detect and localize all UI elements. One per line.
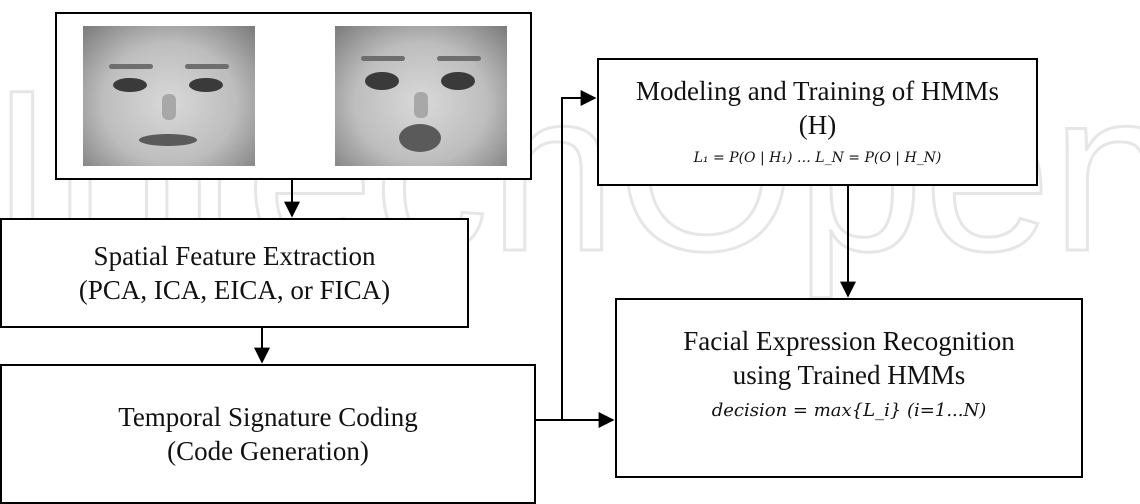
face-image-neutral-icon	[83, 26, 255, 166]
spatial-label-line2: (PCA, ICA, EICA, or FICA)	[78, 275, 391, 305]
temporal-label-line1: Temporal Signature Coding	[118, 402, 418, 432]
hmm-likelihood-formula: L₁ = P(O | H₁) … L_N = P(O | H_N)	[693, 150, 942, 166]
face-image-surprised-icon	[335, 26, 507, 166]
spatial-label-line1: Spatial Feature Extraction	[93, 241, 376, 271]
hmm-label-line2: (H)	[798, 110, 837, 140]
facial-expression-recognition-box: Facial Expression Recognition using Trai…	[615, 298, 1083, 478]
recognition-label-line2: using Trained HMMs	[732, 360, 966, 390]
face-images-box: ...	[55, 12, 532, 180]
temporal-label-line2: (Code Generation)	[167, 436, 369, 466]
connector-lines	[254, 90, 856, 428]
hmm-label-line1: Modeling and Training of HMMs	[635, 76, 1000, 106]
recognition-decision-formula: decision = max{L_i} (i=1...N)	[711, 400, 987, 421]
hmm-training-box: Modeling and Training of HMMs (H) L₁ = P…	[597, 58, 1038, 186]
spatial-feature-extraction-box: Spatial Feature Extraction (PCA, ICA, EI…	[0, 218, 469, 328]
flowchart-canvas: IntechOpen ... Spatial Feature Extractio…	[0, 12, 1140, 504]
arrow-temporal-to-hmm	[536, 90, 597, 421]
recognition-label-line1: Facial Expression Recognition	[683, 326, 1015, 356]
temporal-signature-coding-box: Temporal Signature Coding (Code Generati…	[0, 364, 536, 504]
